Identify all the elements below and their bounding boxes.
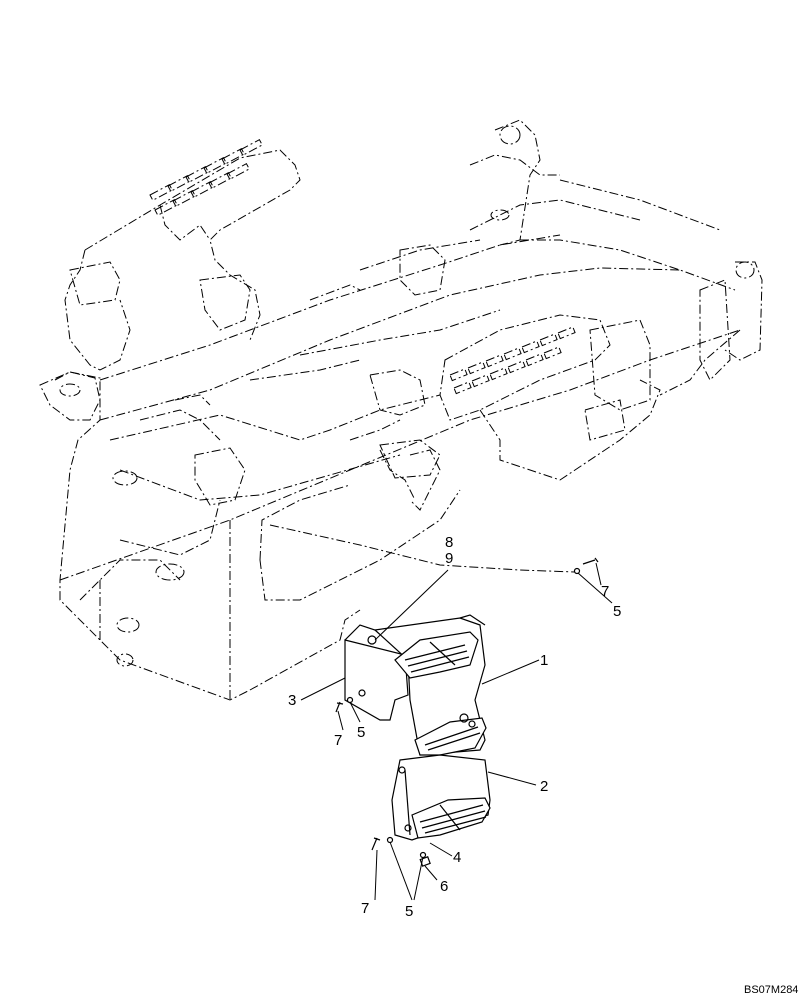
callout-4: 4 — [453, 849, 461, 866]
callout-3: 3 — [288, 692, 296, 709]
upper-tread — [394, 631, 479, 679]
callout-5-middle: 5 — [357, 724, 365, 741]
step-assembly — [344, 614, 491, 841]
callout-7-right: 7 — [601, 583, 609, 600]
callout-5-right: 5 — [613, 603, 621, 620]
callout-8: 8 — [445, 534, 453, 551]
callout-6: 6 — [440, 878, 448, 895]
chassis-frame-phantom — [39, 119, 763, 701]
bolt-lower — [371, 837, 381, 851]
bolt-right — [582, 557, 599, 565]
callout-2: 2 — [540, 778, 548, 795]
callout-9: 9 — [445, 550, 453, 567]
mounting-centerline-2 — [379, 449, 416, 501]
washer-lower-a — [386, 836, 394, 844]
callout-1: 1 — [540, 652, 548, 669]
leader-lines — [300, 562, 613, 901]
callout-7-lower: 7 — [361, 900, 369, 917]
callout-5-lower: 5 — [405, 903, 413, 920]
figure-reference: BS07M284 — [744, 984, 798, 996]
mounting-centerline — [269, 524, 576, 573]
bolt-middle — [335, 701, 344, 713]
hardware — [335, 557, 599, 867]
callouts: 1 2 3 4 5 5 5 6 7 7 7 8 9 — [288, 534, 621, 920]
washer-middle — [346, 696, 354, 704]
callout-7-middle: 7 — [334, 732, 342, 749]
washer-lower-b — [419, 851, 427, 859]
washer-right — [573, 567, 581, 575]
